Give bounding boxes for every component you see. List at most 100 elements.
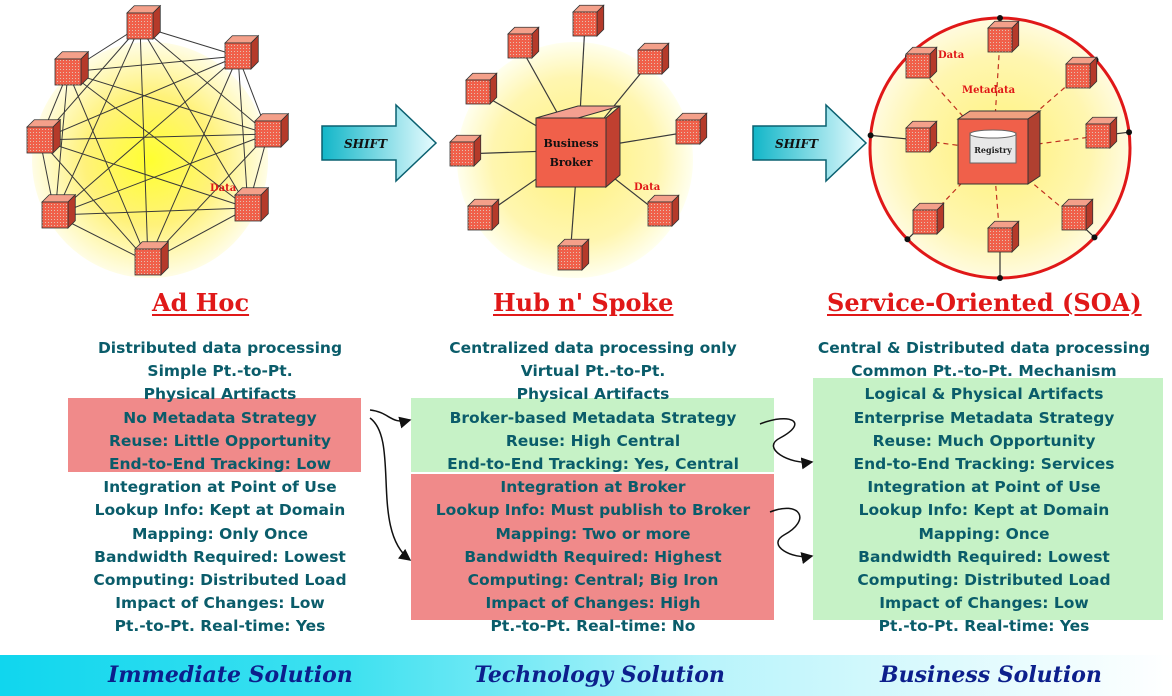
characteristic-row: Reuse: Little Opportunity — [108, 431, 331, 450]
characteristic-row: Logical & Physical Artifacts — [864, 385, 1104, 404]
characteristic-row: Broker-based Metadata Strategy — [449, 408, 737, 427]
system-node — [54, 50, 90, 86]
mesh-link — [54, 55, 239, 216]
mesh-link — [54, 25, 141, 216]
characteristic-row: Impact of Changes: Low — [879, 594, 1089, 613]
soa-nodes — [905, 20, 1118, 253]
mesh-link — [54, 71, 69, 216]
bus-connector — [997, 15, 1003, 21]
broker-label-line-2: Broker — [550, 156, 593, 169]
bus-connector — [867, 132, 874, 139]
mesh-link — [39, 133, 269, 141]
mesh-link — [39, 139, 249, 209]
system-node — [224, 34, 260, 70]
service-node — [1065, 56, 1098, 89]
hub-data-label: Data — [634, 182, 661, 193]
characteristic-row: Enterprise Metadata Strategy — [853, 408, 1115, 427]
characteristic-row: Lookup Info: Kept at Domain — [94, 501, 346, 520]
shift-arrow-2-label: SHIFT — [775, 137, 819, 151]
system-node — [675, 112, 708, 145]
shift-arrow-1: SHIFT — [321, 103, 438, 183]
mesh-link — [139, 25, 249, 209]
mesh-link — [54, 133, 269, 216]
service-node — [987, 20, 1020, 53]
system-node — [26, 118, 62, 154]
system-node — [507, 26, 540, 59]
characteristic-row: Integration at Broker — [500, 478, 686, 497]
adhoc-glow — [32, 42, 268, 278]
service-node — [912, 202, 945, 235]
soa-title: Service-Oriented (SOA) — [827, 288, 1142, 317]
characteristic-row: Virtual Pt.-to-Pt. — [520, 362, 666, 381]
service-node — [905, 46, 938, 79]
system-node — [465, 72, 498, 105]
mesh-link — [67, 55, 239, 73]
characteristic-row: Physical Artifacts — [516, 385, 670, 404]
characteristic-row: Integration at Point of Use — [867, 478, 1101, 497]
mesh-link — [139, 25, 269, 135]
adhoc-nodes — [26, 4, 290, 276]
arrow-hub-to-soa-metadata — [759, 417, 814, 470]
technology-solution-label: Technology Solution — [474, 662, 725, 688]
service-node — [1085, 116, 1118, 149]
mesh-link — [147, 55, 239, 263]
characteristic-row: Impact of Changes: Low — [115, 594, 325, 613]
characteristic-row: Central & Distributed data processing — [817, 339, 1151, 357]
characteristic-row: Reuse: Much Opportunity — [872, 431, 1096, 450]
characteristic-row: Mapping: Only Once — [131, 524, 309, 543]
soa-artifacts-highlight — [813, 378, 1163, 620]
system-node — [557, 238, 590, 271]
mesh-link — [39, 139, 149, 263]
adhoc-diagram: Data — [26, 4, 290, 278]
arrow-adhoc-to-hub-bandwidth — [369, 417, 412, 561]
characteristic-row: Pt.-to-Pt. Real-time: Yes — [114, 617, 326, 636]
shift-arrow-2: SHIFT — [752, 103, 868, 183]
hub-metadata-highlight — [411, 398, 774, 472]
characteristic-row: End-to-End Tracking: Services — [853, 455, 1115, 474]
soa-metadata-label: Metadata — [962, 85, 1016, 96]
service-node — [987, 220, 1020, 253]
service-node — [1061, 198, 1094, 231]
characteristic-row: Distributed data processing — [97, 339, 343, 357]
soa-diagram: Registry Data Metadata — [867, 15, 1133, 281]
broker-label-line-1: Business — [543, 137, 598, 150]
arrow-hub-to-soa-bandwidth — [769, 507, 814, 564]
characteristic-row: Bandwidth Required: Highest — [464, 547, 722, 566]
bus-connector — [1126, 129, 1133, 136]
characteristic-row: Physical Artifacts — [143, 385, 297, 404]
mesh-link — [147, 133, 269, 263]
mesh-link — [67, 71, 249, 209]
mesh-link — [67, 71, 269, 135]
immediate-solution-label: Immediate Solution — [108, 662, 353, 688]
registry-node: Registry — [956, 110, 1042, 185]
characteristic-row: Mapping: Two or more — [495, 524, 691, 543]
soa-data-label: Data — [938, 50, 965, 61]
bus-connector — [1091, 234, 1098, 241]
bus-connector — [997, 275, 1003, 281]
characteristic-row: Computing: Central; Big Iron — [467, 571, 719, 590]
characteristic-row: Bandwidth Required: Lowest — [858, 547, 1110, 566]
characteristic-row: Pt.-to-Pt. Real-time: Yes — [878, 617, 1090, 636]
mesh-link — [54, 207, 249, 216]
characteristic-row: Lookup Info: Kept at Domain — [858, 501, 1110, 520]
system-node — [572, 4, 605, 37]
system-node — [126, 4, 162, 40]
system-node — [254, 112, 290, 148]
characteristic-row: Mapping: Once — [918, 524, 1050, 543]
system-node — [467, 198, 500, 231]
characteristic-row: Lookup Info: Must publish to Broker — [435, 501, 751, 520]
adhoc-title: Ad Hoc — [152, 288, 250, 317]
business-solution-label: Business Solution — [880, 662, 1102, 688]
characteristic-row: Computing: Distributed Load — [93, 571, 347, 590]
arrow-adhoc-to-hub-metadata — [369, 409, 412, 429]
solution-band — [0, 655, 1172, 696]
system-node — [647, 194, 680, 227]
mesh-link — [237, 55, 249, 209]
characteristic-row: Pt.-to-Pt. Real-time: No — [490, 617, 696, 636]
characteristic-row: End-to-End Tracking: Yes, Central — [447, 455, 739, 474]
